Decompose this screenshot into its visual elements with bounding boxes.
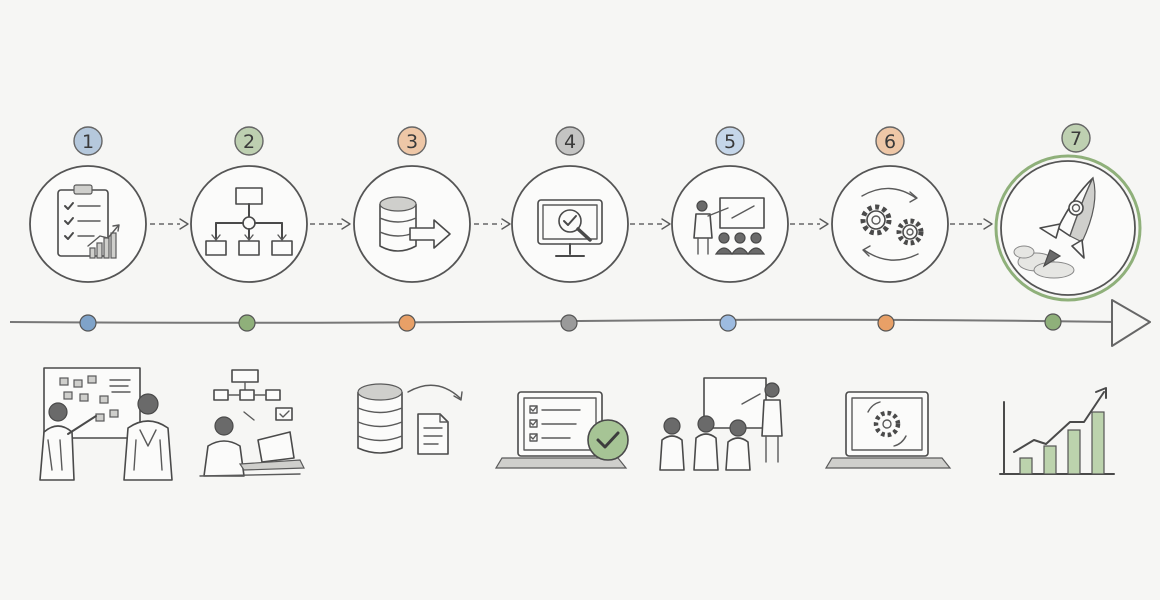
flowchart-icon (205, 187, 293, 256)
timeline-node (1044, 313, 1062, 331)
step-badge (234, 126, 264, 156)
laptop-checklist-illustration (494, 391, 629, 469)
step-badge (715, 126, 745, 156)
connector-3-4 (474, 218, 511, 230)
timeline-node (398, 314, 416, 332)
step-number: 5 (724, 131, 736, 153)
step-number: 7 (1070, 128, 1082, 150)
step-badge (555, 126, 585, 156)
checklist-chart-icon (57, 184, 120, 259)
database-transfer-icon (379, 196, 451, 252)
team-whiteboard-illustration (39, 367, 173, 481)
highlight-ring (994, 154, 1142, 302)
step-number: 6 (884, 131, 896, 153)
connector-2-3 (310, 218, 351, 230)
data-migration-illustration (357, 383, 463, 455)
timeline-node (719, 314, 737, 332)
step-number: 4 (564, 131, 576, 153)
step-2: 2 (190, 126, 308, 477)
laptop-gear-illustration (824, 391, 952, 469)
step-6: 6 (824, 126, 952, 469)
step-badge (73, 126, 103, 156)
rocket-icon (1013, 176, 1096, 279)
step-badge (397, 126, 427, 156)
timeline-node (79, 314, 97, 332)
timeline-axis (9, 299, 1151, 347)
presentation-icon (693, 197, 766, 255)
connector-4-5 (630, 218, 671, 230)
training-session-illustration (659, 377, 783, 471)
timeline-node (238, 314, 256, 332)
connector-1-2 (150, 218, 189, 230)
step-badge (875, 126, 905, 156)
step-7: 7 (994, 123, 1142, 475)
step-number: 3 (406, 131, 418, 153)
step-connectors (150, 218, 993, 230)
connector-6-7 (950, 218, 993, 230)
growth-chart-illustration (999, 387, 1115, 475)
developer-laptop-illustration (199, 369, 305, 477)
step-3: 3 (353, 126, 471, 455)
monitor-inspect-icon (537, 199, 603, 257)
timeline-node (877, 314, 895, 332)
step-number: 2 (243, 131, 255, 153)
connector-5-6 (790, 218, 829, 230)
step-5: 5 (659, 126, 789, 471)
step-badge (1061, 123, 1091, 153)
step-4: 4 (494, 126, 629, 469)
step-number: 1 (82, 131, 94, 153)
step-1: 1 (29, 126, 173, 481)
timeline-node (560, 314, 578, 332)
gears-cycle-icon (860, 187, 924, 261)
